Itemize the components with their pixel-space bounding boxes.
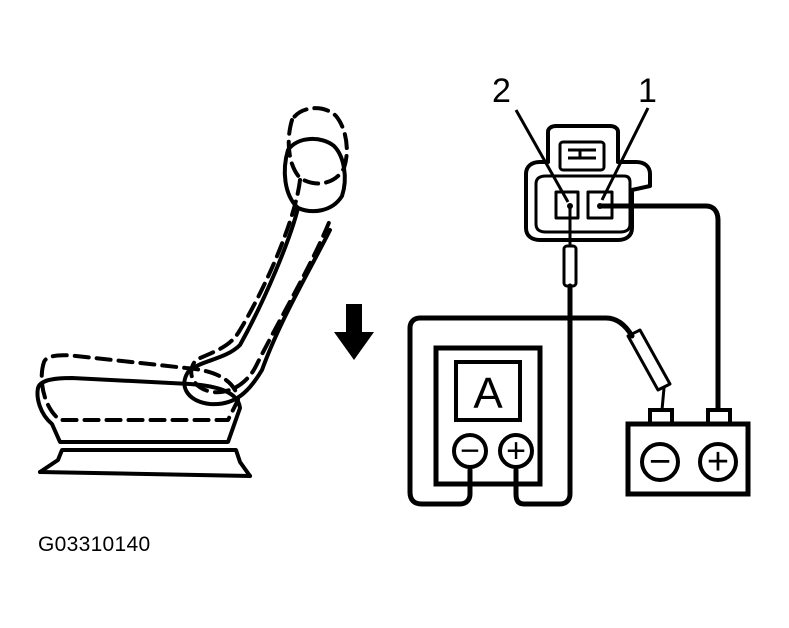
ammeter-minus-sign: −	[460, 432, 480, 470]
seat-rail-base	[38, 470, 252, 478]
wire-terminal1-to-battery-plus	[599, 203, 721, 411]
ammeter-body	[433, 345, 543, 487]
wire-probe-to-meter-plus	[513, 283, 573, 507]
seat-cushion	[35, 376, 242, 444]
battery-body	[625, 421, 751, 497]
connector-icon	[524, 124, 652, 242]
terminal-2-point	[567, 203, 573, 209]
dashed-cushion	[39, 353, 240, 422]
seat-outline-icon	[35, 137, 347, 478]
battery-probe-tip	[660, 386, 666, 412]
seat-dashed-outline	[39, 106, 349, 422]
ammeter-minus-terminal	[452, 433, 488, 469]
callout-2-label: 2	[492, 72, 511, 110]
callout-2-leader	[514, 109, 570, 203]
probe-body	[562, 244, 578, 288]
wiring	[407, 203, 721, 507]
ammeter-plus-sign: +	[506, 432, 526, 470]
seat-rail	[38, 448, 252, 478]
battery-minus-terminal	[640, 442, 680, 482]
seat-backrest	[182, 206, 332, 407]
battery-minus-post	[648, 408, 674, 426]
ammeter-plus-terminal	[498, 433, 534, 469]
terminal-2-cavity	[554, 190, 580, 220]
figure-code: G03310140	[38, 533, 151, 556]
battery-probe	[626, 328, 672, 392]
battery-plus-sign: +	[707, 441, 729, 483]
wire-meter-minus-to-battery	[407, 315, 635, 507]
dashed-headrest	[286, 106, 349, 186]
dashed-backrest	[189, 178, 332, 395]
ammeter-display	[454, 360, 522, 422]
callout-1-leader	[600, 107, 650, 201]
battery-plus-terminal	[698, 442, 738, 482]
battery-icon	[625, 408, 751, 497]
down-arrow-icon	[334, 304, 374, 360]
ammeter-icon	[433, 345, 543, 487]
seat-headrest	[282, 137, 347, 214]
ammeter-display-label: A	[473, 369, 503, 418]
battery-minus-sign: −	[649, 441, 671, 483]
callout-1-label: 1	[638, 72, 657, 110]
battery-plus-post	[706, 408, 732, 426]
